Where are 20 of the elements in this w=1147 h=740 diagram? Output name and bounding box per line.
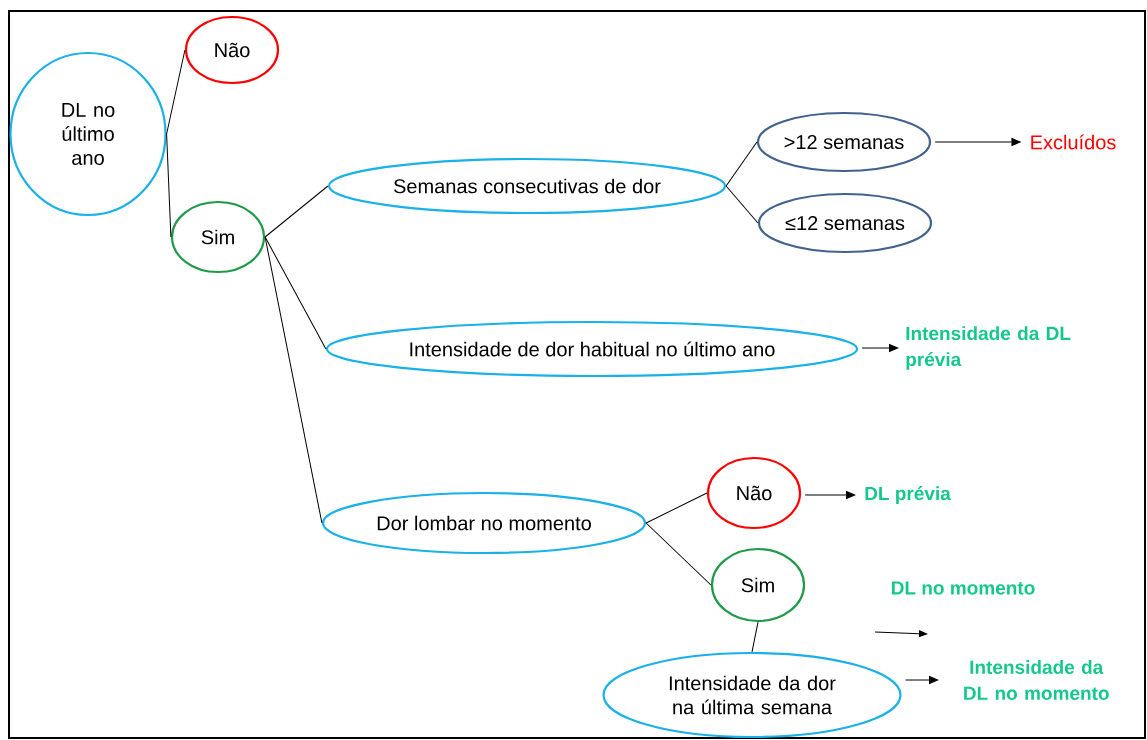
- connector-line: [645, 492, 708, 524]
- connector-line: [166, 133, 172, 238]
- connector-line: [645, 522, 712, 586]
- outcome-text: DL prévia: [865, 486, 951, 504]
- connector-line: [751, 621, 759, 653]
- outcome-text: Intensidade da DL no momento: [964, 660, 1109, 700]
- connector-line: [264, 185, 329, 238]
- arrow: [804, 491, 856, 499]
- connector-line: [725, 185, 759, 224]
- connector-line: [725, 141, 758, 187]
- outcome-text: Intensidade da DL prévia: [906, 326, 1071, 370]
- outcome-text: Excluídos: [1031, 134, 1116, 150]
- connector-line: [166, 49, 186, 135]
- connector-line: [264, 236, 323, 524]
- arrow: [905, 676, 939, 684]
- ellipse-node: DL no último ano: [9, 51, 167, 217]
- arrow: [934, 138, 1021, 146]
- arrow: [861, 344, 899, 352]
- connector-line: [264, 236, 327, 350]
- outcome-text: DL no momento: [892, 581, 1035, 595]
